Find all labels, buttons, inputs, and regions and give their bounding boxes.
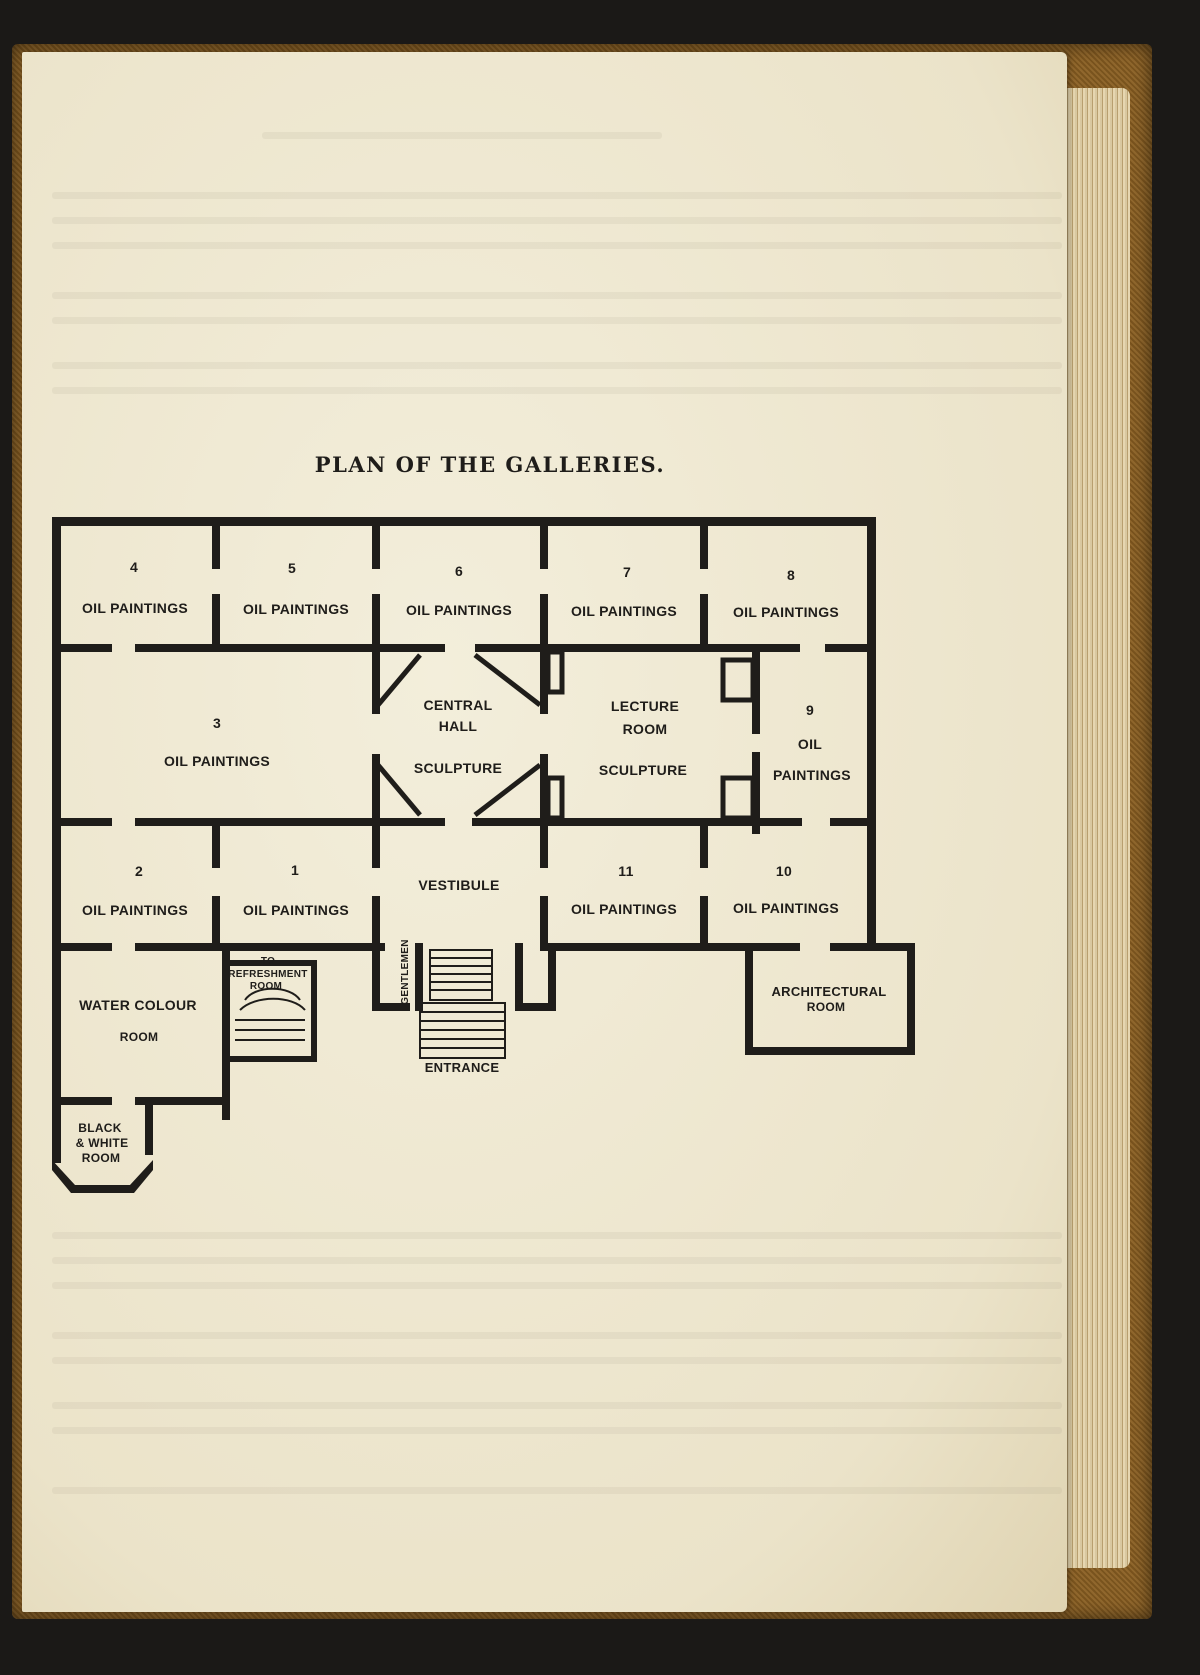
- room-11-number: 11: [618, 863, 633, 879]
- room-5-label: OIL PAINTINGS: [243, 601, 349, 617]
- bleed-through-text: [52, 292, 1062, 299]
- bleed-through-text: [52, 1257, 1062, 1264]
- bleed-through-text: [52, 362, 1062, 369]
- central-hall-label-1: CENTRAL: [424, 697, 493, 713]
- architectural-room-label-2: ROOM: [807, 1000, 846, 1014]
- architectural-room-label-1: ARCHITECTURAL: [771, 984, 886, 999]
- refreshment-label-1: TO: [261, 956, 275, 967]
- room-9-number: 9: [806, 702, 814, 718]
- water-colour-room-label-2: ROOM: [120, 1030, 159, 1044]
- vestibule-label: VESTIBULE: [418, 877, 499, 893]
- room-1-number: 1: [291, 862, 299, 878]
- room-6-label: OIL PAINTINGS: [406, 602, 512, 618]
- room-10-number: 10: [776, 863, 792, 879]
- room-7-number: 7: [623, 564, 631, 580]
- walls: [52, 517, 915, 1193]
- room-8-number: 8: [787, 567, 795, 583]
- room-10-label: OIL PAINTINGS: [733, 900, 839, 916]
- gentlemen-label: GENTLEMEN: [400, 939, 411, 1004]
- bleed-through-text: [52, 387, 1062, 394]
- bw-room-label-3: ROOM: [82, 1151, 121, 1165]
- bleed-through-text: [52, 217, 1062, 224]
- refreshment-label-2: REFRESHMENT: [228, 969, 307, 980]
- ladies-label: LADIES: [514, 969, 525, 1007]
- bleed-through-text: [52, 317, 1062, 324]
- bleed-through-text: [52, 1232, 1062, 1239]
- bleed-through-text: [52, 242, 1062, 249]
- central-hall-label-2: HALL: [439, 718, 478, 734]
- bleed-through-text: [52, 1282, 1062, 1289]
- bleed-through-text: [262, 132, 662, 139]
- entrance-label: ENTRANCE: [425, 1060, 500, 1075]
- room-3-label: OIL PAINTINGS: [164, 753, 270, 769]
- room-4-label: OIL PAINTINGS: [82, 600, 188, 616]
- room-5-number: 5: [288, 560, 296, 576]
- plan-title: PLAN OF THE GALLERIES.: [314, 452, 666, 477]
- bleed-through-text: [52, 1487, 1062, 1494]
- bleed-through-text: [52, 192, 1062, 199]
- bleed-through-text: [52, 1357, 1062, 1364]
- entrance-stairs: [235, 949, 506, 1059]
- central-hall-sculpture: SCULPTURE: [414, 760, 502, 776]
- bw-room-label-2: & WHITE: [76, 1136, 129, 1150]
- room-7-label: OIL PAINTINGS: [571, 603, 677, 619]
- room-1-label: OIL PAINTINGS: [243, 902, 349, 918]
- lecture-room-label-2: ROOM: [623, 721, 668, 737]
- water-colour-room-label-1: WATER COLOUR: [79, 997, 197, 1013]
- room-2-number: 2: [135, 863, 143, 879]
- bw-room-label-1: BLACK: [78, 1121, 122, 1135]
- hall-braces: [376, 649, 756, 821]
- room-11-label: OIL PAINTINGS: [571, 901, 677, 917]
- room-labels: 4 OIL PAINTINGS 5 OIL PAINTINGS 6 OIL PA…: [76, 559, 887, 1165]
- refreshment-label-3: ROOM: [250, 981, 282, 992]
- room-6-number: 6: [455, 563, 463, 579]
- room-9-label-2: PAINTINGS: [773, 767, 851, 783]
- bleed-through-text: [52, 1332, 1062, 1339]
- bleed-through-text: [52, 1402, 1062, 1409]
- room-9-label-1: OIL: [798, 736, 822, 752]
- room-3-number: 3: [213, 715, 221, 731]
- bleed-through-text: [52, 1427, 1062, 1434]
- lecture-room-sculpture: SCULPTURE: [599, 762, 687, 778]
- room-8-label: OIL PAINTINGS: [733, 604, 839, 620]
- lecture-room-label-1: LECTURE: [611, 698, 679, 714]
- room-4-number: 4: [130, 559, 138, 575]
- room-2-label: OIL PAINTINGS: [82, 902, 188, 918]
